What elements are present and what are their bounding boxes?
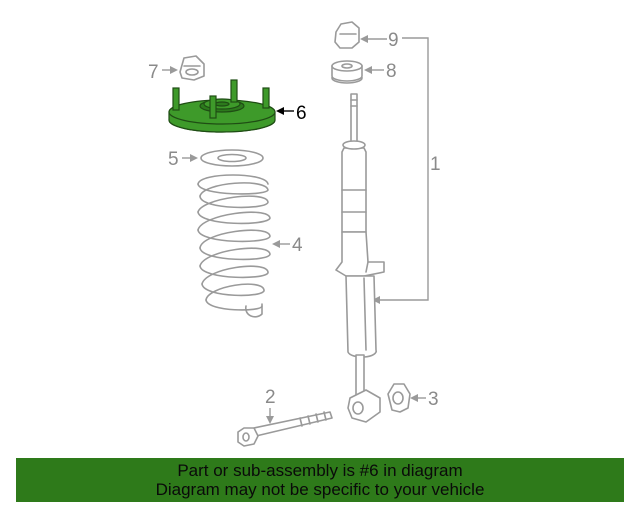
callout-9-label: 9 xyxy=(388,30,399,51)
callout-4: 4 xyxy=(272,235,303,256)
callout-8-label: 8 xyxy=(386,61,397,82)
callout-9: 9 xyxy=(360,30,429,304)
part-6-upper-spring-mount[interactable] xyxy=(168,79,276,133)
callout-7-label: 7 xyxy=(148,62,159,83)
callout-1: 1 xyxy=(430,154,441,175)
part-2-bolt[interactable] xyxy=(237,411,333,447)
part-4-coil-spring[interactable] xyxy=(197,174,271,318)
parts-diagram: 9 8 1 xyxy=(148,21,441,447)
callout-4-label: 4 xyxy=(292,235,303,256)
banner-line-2: Diagram may not be specific to your vehi… xyxy=(155,480,485,499)
callout-6: 6 xyxy=(276,103,307,124)
part-5-insulator[interactable] xyxy=(200,149,264,167)
callout-5-label: 5 xyxy=(168,149,179,170)
part-9-nut[interactable] xyxy=(334,21,360,49)
callout-1-label: 1 xyxy=(430,154,441,175)
callout-8: 8 xyxy=(364,61,397,82)
part-3-nut[interactable] xyxy=(387,383,411,413)
callout-7: 7 xyxy=(148,62,178,83)
callout-2-label: 2 xyxy=(265,387,276,408)
part-1-shock-absorber[interactable] xyxy=(335,93,385,423)
callout-3-label: 3 xyxy=(428,389,439,410)
highlight-notice-banner: Part or sub-assembly is #6 in diagram Di… xyxy=(16,458,624,502)
part-8-bushing[interactable] xyxy=(331,60,363,84)
part-7-nut[interactable] xyxy=(179,55,205,81)
callout-3: 3 xyxy=(410,389,439,410)
callout-2: 2 xyxy=(265,387,276,424)
callout-6-label: 6 xyxy=(296,103,307,124)
callout-5: 5 xyxy=(168,149,198,170)
banner-line-1: Part or sub-assembly is #6 in diagram xyxy=(177,461,463,480)
